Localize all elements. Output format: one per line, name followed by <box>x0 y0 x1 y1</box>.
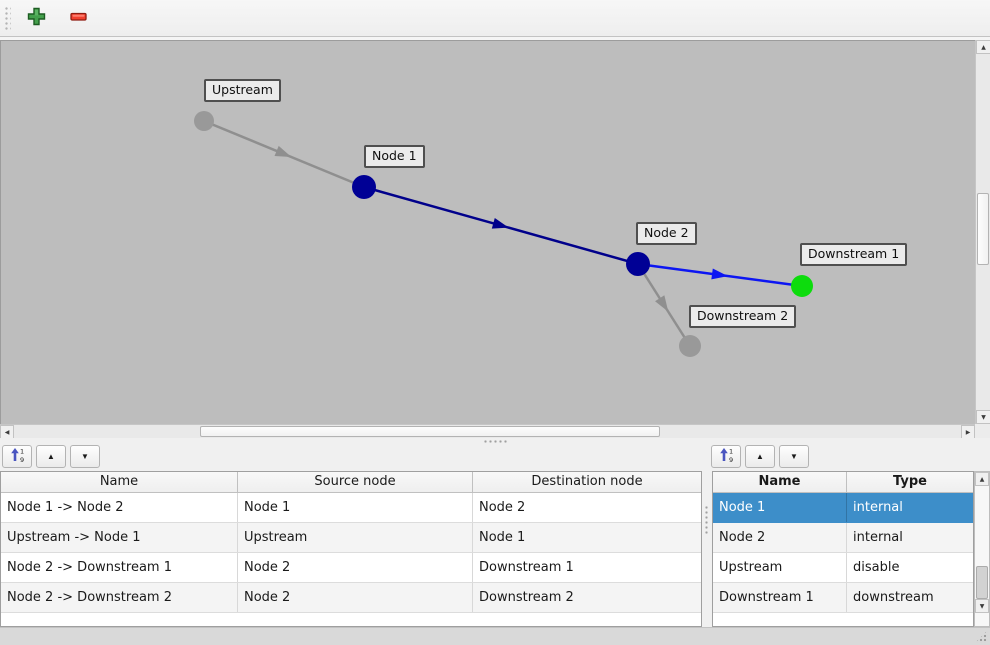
vertical-scrollbar-thumb[interactable] <box>977 193 989 265</box>
column-header-destination-node[interactable]: Destination node <box>531 474 643 489</box>
horizontal-scrollbar-thumb[interactable] <box>200 426 660 437</box>
up-triangle-icon: ▲ <box>47 451 55 461</box>
node-move-up-button[interactable]: ▲ <box>745 445 775 468</box>
scroll-left-arrow[interactable]: ◀ <box>0 425 14 439</box>
scroll-up-arrow[interactable]: ▲ <box>976 40 990 54</box>
edge-table-cell: Upstream -> Node 1 <box>1 523 238 552</box>
node-table-row[interactable]: Node 1 internal <box>713 493 973 523</box>
edge-move-down-button[interactable]: ▼ <box>70 445 100 468</box>
plus-icon <box>27 7 46 29</box>
node-table-header: Name Type <box>713 472 973 493</box>
toolbar-separator <box>0 37 990 40</box>
edge-table: Name Source node Destination node Node 1… <box>0 471 702 627</box>
remove-button[interactable] <box>61 3 95 33</box>
column-header-source-node[interactable]: Source node <box>238 472 473 492</box>
column-header-name[interactable]: Name <box>1 472 238 492</box>
node-table-cell: internal <box>853 530 903 545</box>
edge-table-cell: Node 1 <box>238 493 473 522</box>
node-move-down-button[interactable]: ▼ <box>779 445 809 468</box>
down-triangle-icon: ▼ <box>81 451 89 461</box>
sort-ascending-icon: 1 9 <box>9 447 25 466</box>
add-button[interactable] <box>19 3 53 33</box>
node-sort-button[interactable]: 1 9 <box>711 445 741 468</box>
splitter-grip-icon <box>483 440 509 443</box>
edge-table-header: Name Source node Destination node <box>1 472 701 493</box>
node-table-scrollbar-thumb[interactable] <box>976 566 988 599</box>
svg-text:9: 9 <box>20 456 24 463</box>
up-triangle-icon: ▲ <box>756 451 764 461</box>
minus-icon <box>69 7 88 29</box>
svg-text:9: 9 <box>729 456 733 463</box>
edge-table-cell: Node 2 -> Downstream 2 <box>1 583 238 612</box>
scroll-right-arrow[interactable]: ▶ <box>961 425 975 439</box>
graph-node-label-node2[interactable]: Node 2 <box>636 222 697 245</box>
down-triangle-icon: ▼ <box>790 451 798 461</box>
edge-table-cell: Node 1 <box>479 530 526 545</box>
node-table-row[interactable]: Node 2 internal <box>713 523 973 553</box>
graph-node-node1[interactable] <box>352 175 376 199</box>
node-table-row[interactable]: Upstream disable <box>713 553 973 583</box>
node-table-toolbar: 1 9 ▲ ▼ <box>711 445 809 469</box>
node-table-cell: Upstream <box>713 553 847 582</box>
graph-svg <box>194 111 813 357</box>
graph-node-downstream1[interactable] <box>791 275 813 297</box>
resize-grip-icon[interactable] <box>975 630 988 643</box>
edge-table-cell: Downstream 1 <box>479 560 574 575</box>
splitter-grip-icon <box>705 505 708 535</box>
column-header-type[interactable]: Type <box>893 474 927 489</box>
svg-text:1: 1 <box>20 448 24 456</box>
status-bar <box>0 627 990 645</box>
graph-edge-arrow-icon <box>274 145 292 158</box>
edge-move-up-button[interactable]: ▲ <box>36 445 66 468</box>
main-toolbar <box>0 0 990 37</box>
graph-node-label-upstream[interactable]: Upstream <box>204 79 281 102</box>
node-table-cell: Downstream 1 <box>713 583 847 612</box>
edge-table-cell: Node 2 <box>479 500 526 515</box>
node-table-scrollbar[interactable]: ▲ ▼ <box>974 471 990 627</box>
scroll-up-arrow[interactable]: ▲ <box>975 472 989 486</box>
edge-table-cell: Node 2 -> Downstream 1 <box>1 553 238 582</box>
pane-splitter-horizontal[interactable] <box>0 438 990 445</box>
scroll-down-arrow[interactable]: ▼ <box>976 410 990 424</box>
graph-edge-arrow-icon <box>655 295 669 312</box>
pane-splitter-vertical[interactable] <box>702 471 712 627</box>
node-table-cell: Node 1 <box>713 493 847 522</box>
graph-edge-arrow-icon <box>711 268 728 280</box>
graph-node-label-node1[interactable]: Node 1 <box>364 145 425 168</box>
sort-ascending-icon: 1 9 <box>718 447 734 466</box>
graph-node-label-downstream1[interactable]: Downstream 1 <box>800 243 908 266</box>
edge-table-cell: Node 1 -> Node 2 <box>1 493 238 522</box>
edge-table-cell: Downstream 2 <box>479 590 574 605</box>
toolbar-drag-handle[interactable] <box>4 6 11 30</box>
scrollbar-corner <box>975 424 990 438</box>
graph-node-upstream[interactable] <box>194 111 214 131</box>
node-table-cell: disable <box>853 560 900 575</box>
node-table-cell: internal <box>853 500 903 515</box>
edge-table-cell: Node 2 <box>238 583 473 612</box>
node-table-row[interactable]: Downstream 1 downstream <box>713 583 973 613</box>
node-table-cell: downstream <box>853 590 934 605</box>
scroll-down-arrow[interactable]: ▼ <box>975 599 989 613</box>
graph-node-label-downstream2[interactable]: Downstream 2 <box>689 305 797 328</box>
canvas-vertical-scrollbar[interactable]: ▲ ▼ <box>975 40 990 424</box>
node-table-cell: Node 2 <box>713 523 847 552</box>
svg-text:1: 1 <box>729 448 733 456</box>
edge-table-toolbar: 1 9 ▲ ▼ <box>2 445 100 469</box>
graph-node-node2[interactable] <box>626 252 650 276</box>
edge-sort-button[interactable]: 1 9 <box>2 445 32 468</box>
edge-table-cell: Upstream <box>238 523 473 552</box>
edge-table-cell: Node 2 <box>238 553 473 582</box>
graph-node-downstream2[interactable] <box>679 335 701 357</box>
canvas-horizontal-scrollbar[interactable]: ◀ ▶ <box>0 424 975 439</box>
graph-edge-arrow-icon <box>491 218 509 229</box>
column-header-name[interactable]: Name <box>713 472 847 492</box>
